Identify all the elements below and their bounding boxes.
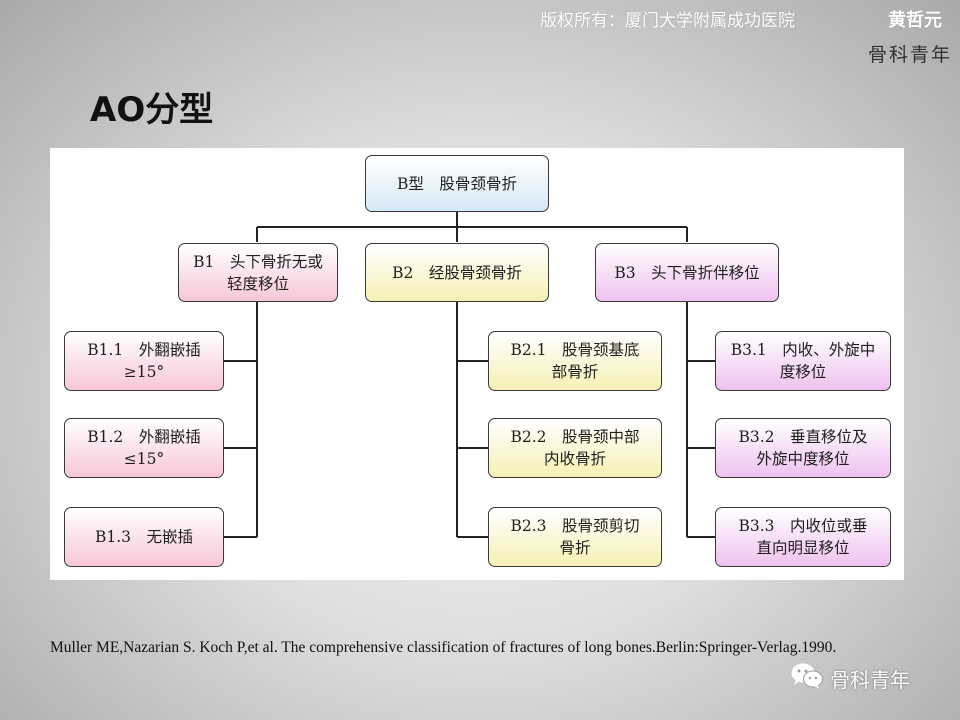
page-title: AO分型 [90,90,214,130]
author-name: 黄哲元 [888,10,942,31]
logo-text: 骨科青年 [868,44,953,66]
node-b3: B3 头下骨折伴移位 [595,243,779,302]
wechat-watermark: 骨科青年 [790,662,910,694]
connector-lines [224,212,715,538]
node-b1-2: B1.2 外翻嵌插 ≤15° [64,418,224,478]
node-b2-3: B2.3 股骨颈剪切 骨折 [488,507,662,567]
node-b1: B1 头下骨折无或 轻度移位 [178,243,338,302]
root-node-b: B型 股骨颈骨折 [365,155,549,212]
node-b3-3: B3.3 内收位或垂 直向明显移位 [715,507,891,567]
node-b1-1: B1.1 外翻嵌插 ≥15° [64,331,224,391]
wechat-account-label: 骨科青年 [830,667,910,692]
citation-text: Muller ME,Nazarian S. Koch P,et al. The … [50,639,837,656]
node-b1-3: B1.3 无嵌插 [64,507,224,567]
classification-diagram: B型 股骨颈骨折 B1 头下骨折无或 轻度移位 B2 经股骨颈骨折 B3 头下骨… [50,148,904,580]
node-b3-2: B3.2 垂直移位及 外旋中度移位 [715,418,891,478]
node-b2: B2 经股骨颈骨折 [365,243,549,302]
copyright-notice: 版权所有：厦门大学附属成功医院 [540,11,795,31]
node-b2-2: B2.2 股骨颈中部 内收骨折 [488,418,662,478]
wechat-icon [790,662,824,694]
node-b3-1: B3.1 内收、外旋中 度移位 [715,331,891,391]
node-b2-1: B2.1 股骨颈基底 部骨折 [488,331,662,391]
